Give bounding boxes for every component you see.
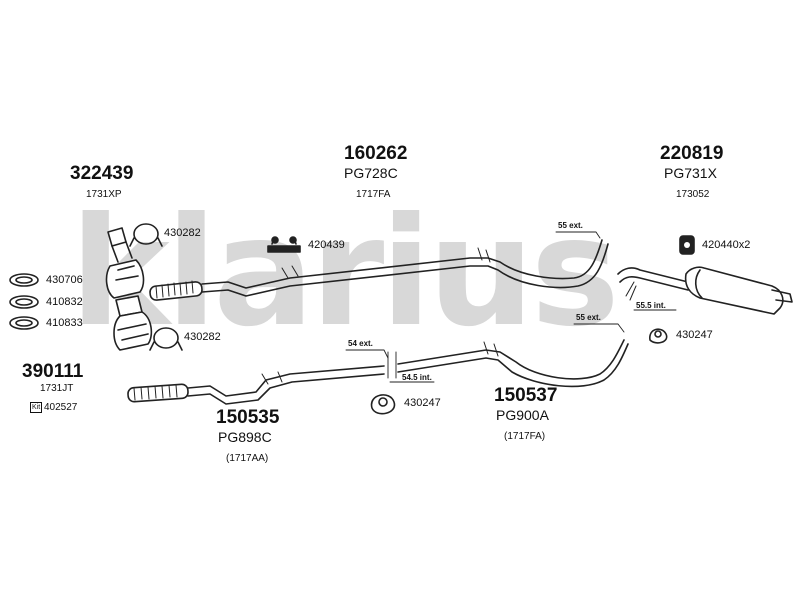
- part-gasket-2: 410832: [46, 296, 83, 308]
- hanger-front: [267, 236, 301, 253]
- assembly-ref-220819: 173052: [676, 189, 710, 200]
- catalytic-converter-top: [105, 227, 145, 299]
- assembly-number-150537: 150537: [494, 385, 558, 406]
- part-hanger-front: 420439: [308, 239, 345, 251]
- part-rear-mount: 420440x2: [702, 239, 751, 251]
- brand-watermark: klarius: [70, 186, 620, 360]
- kit-number-402527: 402527: [44, 402, 78, 413]
- rubber-mount-lower: [370, 394, 396, 415]
- dimension-markers: [345, 231, 677, 383]
- rear-mount: [679, 235, 695, 255]
- assembly-number-220819: 220819: [660, 143, 724, 164]
- assembly-ref-160262: 1717FA: [356, 189, 391, 200]
- part-gasket-1: 430706: [46, 274, 83, 286]
- assembly-number-150535: 150535: [216, 407, 280, 428]
- dim-ext-55-mid: 55 ext.: [576, 313, 601, 322]
- assembly-ref-150537: (1717FA): [504, 431, 546, 442]
- front-pipe-upper: [149, 239, 609, 301]
- assembly-ref-390111: 1731JT: [40, 383, 74, 394]
- catalytic-converter-bottom: [113, 295, 153, 351]
- gasket-rings: [9, 273, 39, 330]
- clamp-top: [129, 223, 163, 247]
- front-pipe-lower: [127, 365, 385, 405]
- part-clamp-top: 430282: [164, 227, 201, 239]
- assembly-code-150537: PG900A: [496, 407, 549, 423]
- mid-pipe: [397, 339, 629, 388]
- assembly-code-220819: PG731X: [664, 165, 717, 181]
- assembly-code-150535: PG898C: [218, 429, 272, 445]
- dim-ext-54: 54 ext.: [348, 339, 373, 348]
- dim-ext-55-top: 55 ext.: [558, 221, 583, 230]
- rear-silencer: [617, 266, 793, 315]
- clamp-bottom: [149, 327, 183, 351]
- part-mount-mid: 430247: [676, 329, 713, 341]
- assembly-ref-322439: 1731XP: [86, 189, 122, 200]
- rubber-mount-mid: [649, 328, 668, 344]
- dim-int-54-5: 54.5 int.: [402, 373, 432, 382]
- part-gasket-3: 410833: [46, 317, 83, 329]
- assembly-number-390111: 390111: [22, 361, 84, 382]
- assembly-code-160262: PG728C: [344, 165, 398, 181]
- assembly-ref-150535: (1717AA): [226, 453, 269, 464]
- kit-badge: Kit: [30, 402, 43, 413]
- dim-int-55-5: 55.5 int.: [636, 301, 666, 310]
- part-mount-lower: 430247: [404, 397, 441, 409]
- assembly-number-160262: 160262: [344, 143, 408, 164]
- assembly-number-322439: 322439: [70, 163, 134, 184]
- part-clamp-bottom: 430282: [184, 331, 221, 343]
